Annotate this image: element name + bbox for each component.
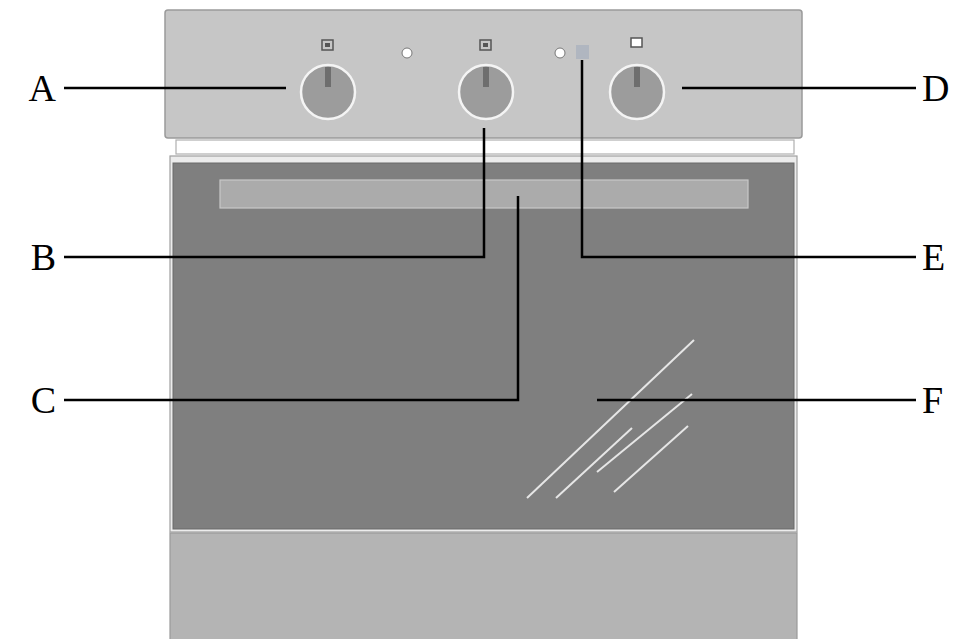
control-knob xyxy=(301,40,355,119)
indicator-lamp xyxy=(402,48,412,58)
callout-letter: B xyxy=(31,238,56,276)
drawer-panel xyxy=(170,533,797,639)
callout-letter: A xyxy=(29,69,56,107)
callout-letter: D xyxy=(922,69,949,107)
callout-letter: F xyxy=(922,381,943,419)
indicator-light xyxy=(576,45,589,59)
glass-reflection xyxy=(527,340,694,498)
control-panel xyxy=(165,10,802,138)
callout-letter: C xyxy=(31,381,56,419)
leader-line xyxy=(64,60,916,400)
control-knob xyxy=(610,38,664,119)
callout-letter: E xyxy=(922,238,945,276)
control-knob xyxy=(459,40,513,119)
indicator-lamp xyxy=(555,48,565,58)
